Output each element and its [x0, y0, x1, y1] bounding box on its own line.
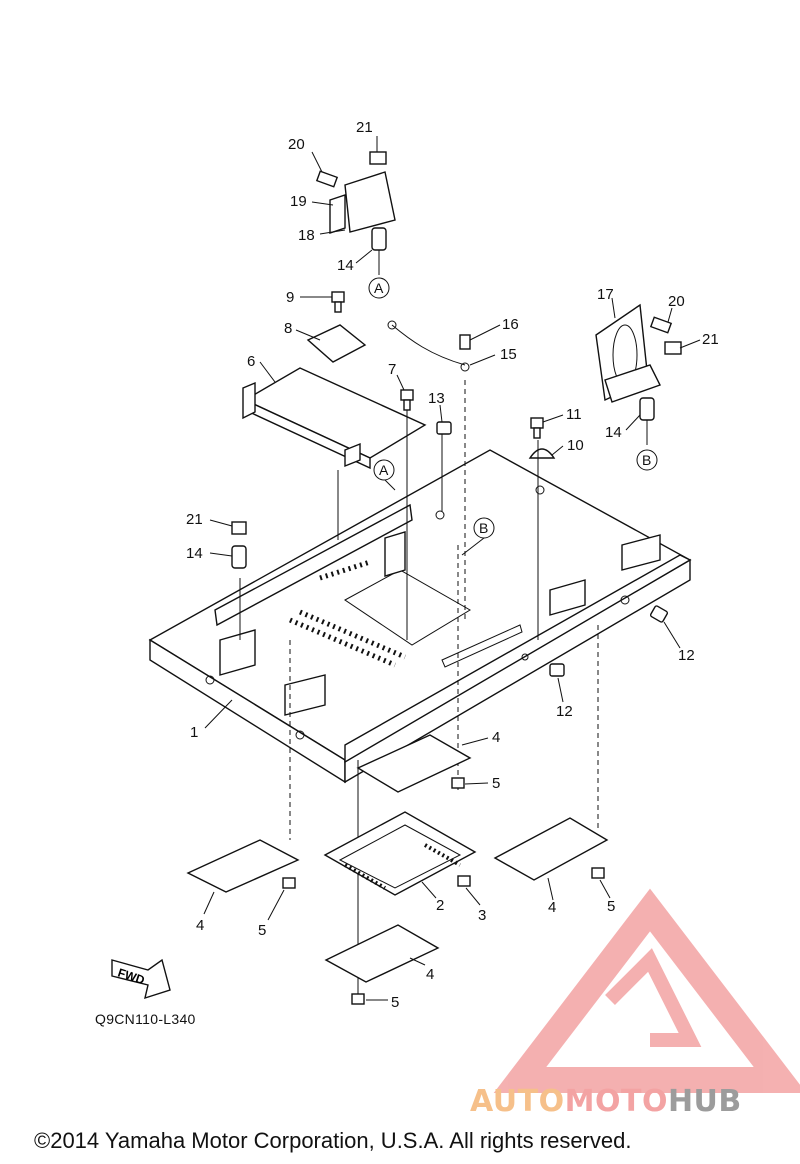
ref-marker-b-frame: B [479, 520, 488, 536]
plate-8 [306, 324, 367, 363]
callout-8: 8 [284, 320, 292, 337]
bracket-plates-4 [186, 734, 609, 983]
callout-9: 9 [286, 289, 294, 306]
callout-16: 16 [502, 316, 519, 333]
callout-5-left: 5 [258, 922, 266, 939]
callout-12-right: 12 [678, 647, 695, 664]
callout-5-center: 5 [492, 775, 500, 792]
callout-17: 17 [597, 286, 614, 303]
vent-slots [289, 559, 406, 668]
callout-14-right: 14 [605, 424, 622, 441]
callout-numbers: 21 20 19 18 14 9 8 6 7 13 16 15 17 20 21… [186, 119, 719, 1011]
top-bracket-assembly [315, 151, 396, 275]
callout-4-bottom: 4 [426, 966, 434, 983]
watermark-part-hub: HUB [667, 1084, 742, 1119]
bolts-5 [282, 777, 605, 1005]
callout-19: 19 [290, 193, 307, 210]
watermark-part-moto: MOTO [564, 1084, 668, 1119]
watermark-text: AUTOMOTOHUB [470, 1084, 742, 1119]
callout-1: 1 [190, 724, 198, 741]
tray-2 [323, 811, 477, 896]
watermark-logo [493, 888, 800, 1093]
callout-14-top: 14 [337, 257, 354, 274]
diagram-code: Q9CN110-L340 [95, 1011, 196, 1027]
ground-wire [387, 320, 471, 372]
watermark-part-auto: AUTO [470, 1084, 565, 1119]
right-bracket-assembly [595, 303, 682, 445]
callout-21-left: 21 [186, 511, 203, 528]
callout-4-center: 4 [492, 729, 500, 746]
callout-15: 15 [500, 346, 517, 363]
callout-5-bottom: 5 [391, 994, 399, 1011]
callout-20-top: 20 [288, 136, 305, 153]
fwd-arrow-icon: FWD [111, 958, 171, 1000]
callout-10: 10 [567, 437, 584, 454]
callout-6: 6 [247, 353, 255, 370]
guide-lines [239, 380, 599, 998]
ref-marker-a-frame: A [379, 462, 389, 478]
small-fasteners [231, 389, 669, 677]
cover-plate-6 [242, 367, 427, 470]
callout-18: 18 [298, 227, 315, 244]
ref-marker-a-top: A [374, 280, 384, 296]
leader-lines [203, 136, 701, 1001]
frame-plate [148, 449, 692, 784]
callout-21-top: 21 [356, 119, 373, 136]
callout-21-right: 21 [702, 331, 719, 348]
reference-markers: A B A B [368, 277, 658, 539]
copyright-notice: ©2014 Yamaha Motor Corporation, U.S.A. A… [34, 1128, 632, 1153]
callout-11: 11 [566, 406, 582, 423]
callout-5-right: 5 [607, 898, 615, 915]
bolt-9 [331, 291, 345, 313]
callout-3: 3 [478, 907, 486, 924]
callout-4-right: 4 [548, 899, 556, 916]
callout-4-left: 4 [196, 917, 204, 934]
ref-marker-b-right: B [642, 452, 651, 468]
callout-2: 2 [436, 897, 444, 914]
callout-20-right: 20 [668, 293, 685, 310]
callout-7: 7 [388, 361, 396, 378]
callout-14-left: 14 [186, 545, 203, 562]
callout-12-center: 12 [556, 703, 573, 720]
callout-13: 13 [428, 390, 445, 407]
